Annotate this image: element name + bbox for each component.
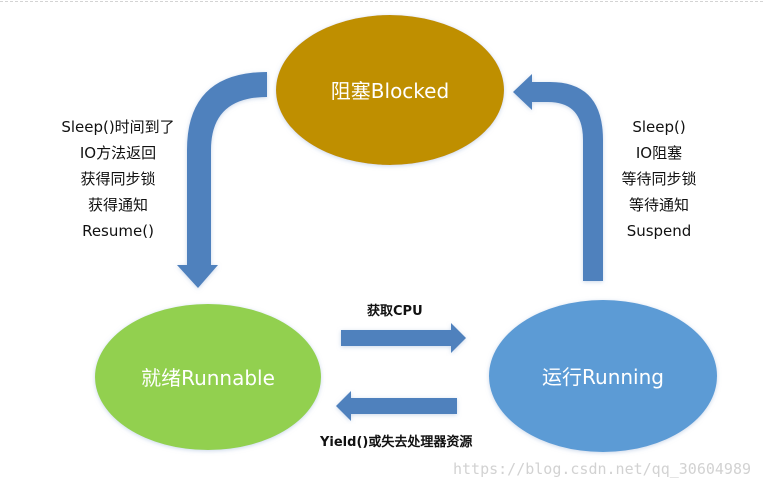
note-line: IO方法返回: [79, 144, 157, 162]
note-blocked-to-runnable: Sleep()时间到了 IO方法返回 获得同步锁 获得通知 Resume(): [44, 114, 192, 244]
top-border-line: [0, 1, 763, 2]
state-runnable-ellipse: [95, 304, 321, 450]
note-line: 等待同步锁: [621, 170, 697, 188]
note-line: 等待通知: [628, 196, 689, 214]
watermark: https://blog.csdn.net/qq_30604989: [452, 460, 751, 478]
note-line: Sleep(): [632, 118, 686, 136]
arrow-runnable-to-running: [341, 323, 466, 353]
state-runnable: 就绪Runnable: [95, 304, 321, 450]
note-line: Suspend: [626, 222, 692, 240]
note-line: Sleep()时间到了: [61, 118, 175, 136]
label-runnable-to-running: 获取CPU: [367, 304, 423, 319]
label-running-to-runnable: Yield()或失去处理器资源: [320, 435, 473, 450]
state-running-ellipse: [489, 300, 717, 452]
state-runnable-label: 就绪Runnable: [141, 366, 275, 390]
state-blocked: 阻塞Blocked: [276, 15, 504, 165]
note-line: Resume(): [82, 222, 154, 240]
note-running-to-blocked: Sleep() IO阻塞 等待同步锁 等待通知 Suspend: [604, 114, 714, 244]
arrow-running-to-blocked: [513, 74, 603, 281]
state-running-label: 运行Running: [542, 365, 664, 389]
state-running: 运行Running: [489, 300, 717, 452]
note-line: 获得通知: [87, 196, 148, 214]
arrow-blocked-to-runnable: [177, 72, 267, 288]
state-blocked-ellipse: [276, 15, 504, 165]
state-blocked-label: 阻塞Blocked: [331, 79, 449, 103]
note-line: IO阻塞: [635, 144, 683, 162]
note-line: 获得同步锁: [80, 170, 156, 188]
arrow-running-to-runnable: [336, 391, 457, 421]
